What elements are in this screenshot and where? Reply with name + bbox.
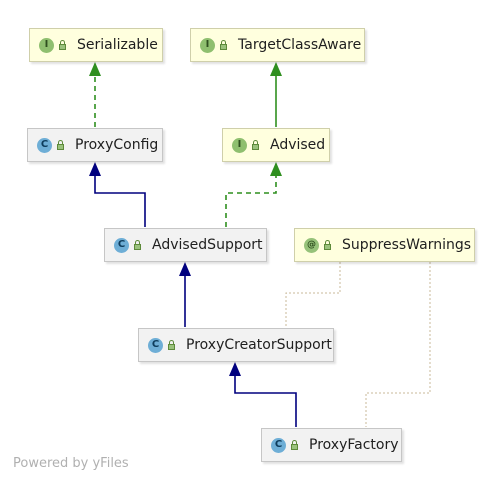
node-target-class-aware[interactable]: I TargetClassAware	[190, 28, 365, 62]
node-label: TargetClassAware	[238, 37, 362, 53]
edge-advisedsupport-implements-advised	[225, 176, 277, 227]
interface-icon: I	[39, 37, 54, 53]
lock-icon	[57, 140, 66, 150]
node-label: ProxyCreatorSupport	[186, 337, 332, 353]
node-label: Advised	[270, 137, 326, 153]
interface-icon: I	[200, 37, 215, 53]
class-icon: C	[271, 437, 286, 453]
node-proxy-creator-support[interactable]: C ProxyCreatorSupport	[138, 328, 334, 362]
arrowhead-targetclassaware	[270, 62, 282, 76]
node-label: AdvisedSupport	[152, 237, 263, 253]
arrowhead-advisedsupport	[179, 262, 191, 276]
node-label: ProxyFactory	[309, 437, 399, 453]
edge-advisedsupport-extends-proxyconfig	[94, 176, 146, 227]
powered-by-footer: Powered by yFiles	[13, 456, 129, 471]
node-label: SuppressWarnings	[342, 237, 472, 253]
node-label: Serializable	[77, 37, 158, 53]
node-label: ProxyConfig	[75, 137, 159, 153]
lock-icon	[134, 240, 143, 250]
edge-suppresswarnings-proxyfactory	[365, 262, 431, 427]
arrowhead-advised	[270, 162, 282, 176]
class-icon: C	[37, 137, 52, 153]
interface-icon: I	[232, 137, 247, 153]
lock-icon	[59, 40, 68, 50]
node-suppress-warnings[interactable]: @ SuppressWarnings	[294, 228, 475, 262]
arrowhead-serializable	[89, 62, 101, 76]
node-proxy-factory[interactable]: C ProxyFactory	[261, 428, 402, 462]
lock-icon	[324, 240, 333, 250]
arrowhead-proxyconfig	[89, 162, 101, 176]
node-serializable[interactable]: I Serializable	[29, 28, 163, 62]
class-icon: C	[114, 237, 129, 253]
lock-icon	[252, 140, 261, 150]
edge-proxyfactory-extends-proxycreatorsupport	[234, 376, 297, 427]
annotation-icon: @	[304, 237, 319, 253]
edge-suppresswarnings-advisedsupport	[285, 262, 341, 327]
node-advised[interactable]: I Advised	[222, 128, 330, 162]
arrowhead-proxycreatorsupport	[229, 362, 241, 376]
node-proxy-config[interactable]: C ProxyConfig	[27, 128, 163, 162]
node-advised-support[interactable]: C AdvisedSupport	[104, 228, 267, 262]
lock-icon	[220, 40, 229, 50]
class-icon: C	[148, 337, 163, 353]
lock-icon	[168, 340, 177, 350]
lock-icon	[291, 440, 300, 450]
